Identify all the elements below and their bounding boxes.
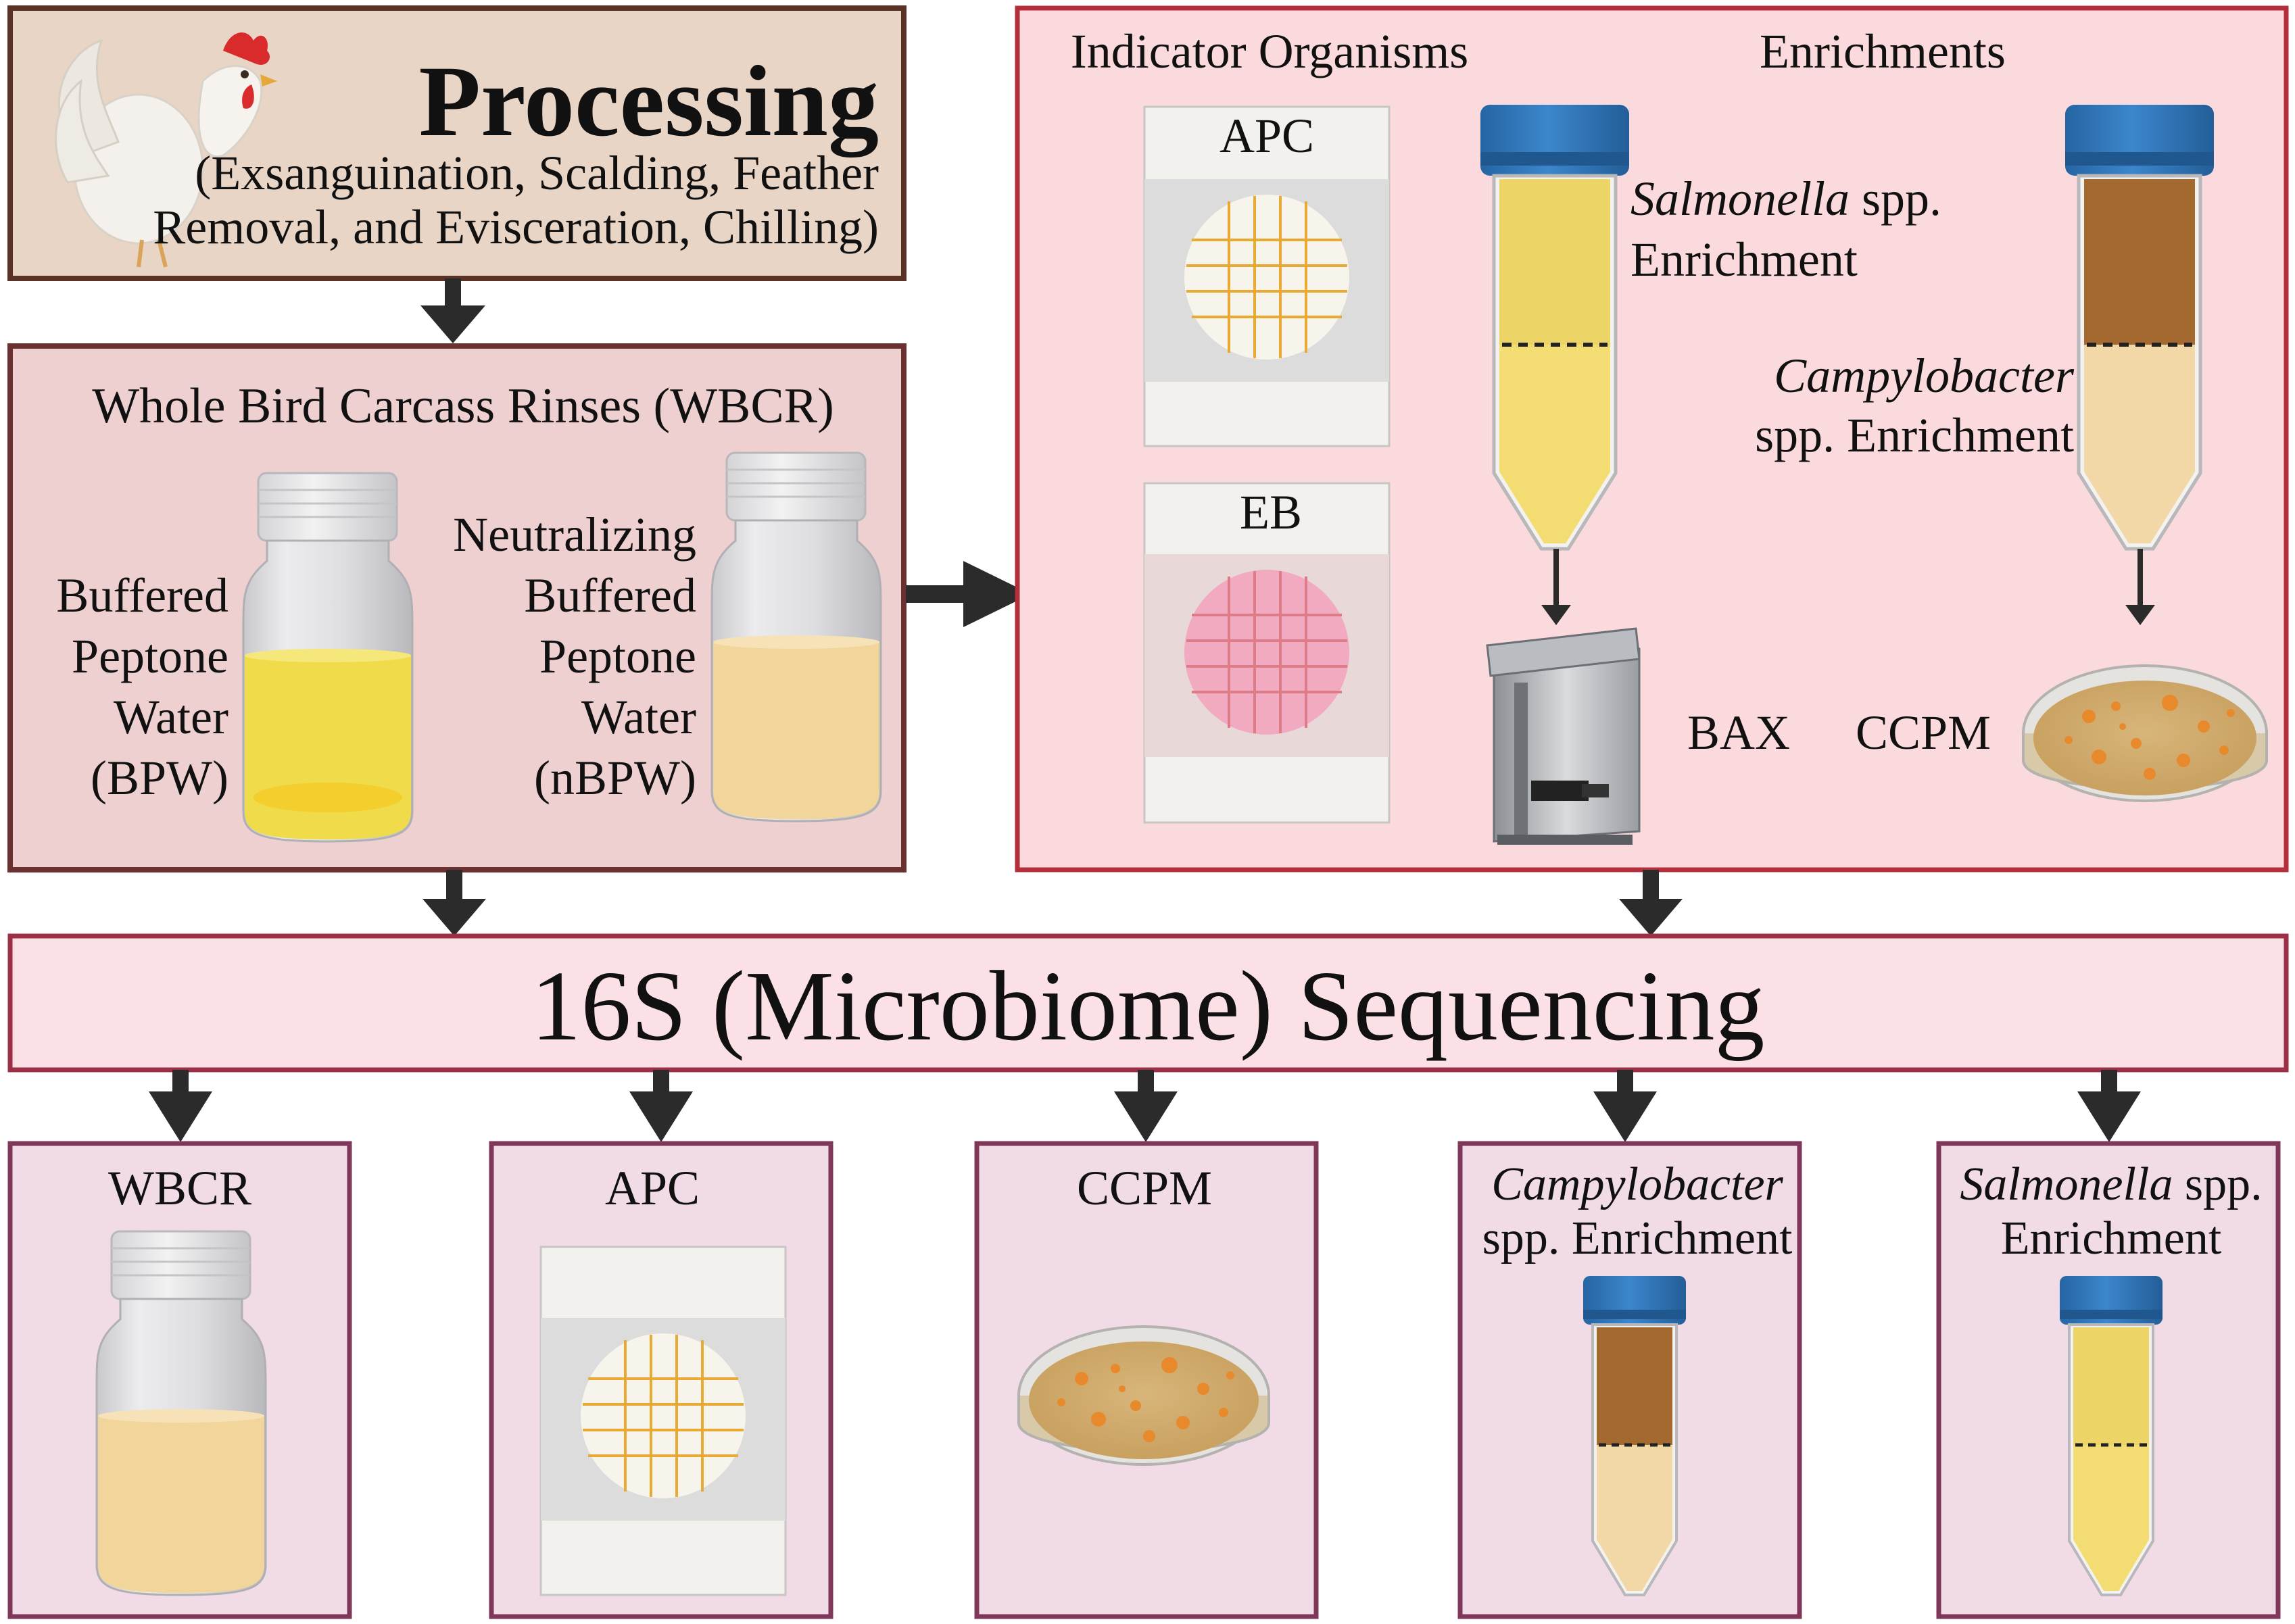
sequencing-banner: 16S (Microbiome) Sequencing: [7, 933, 2289, 1073]
sample-box-wbcr: WBCR: [7, 1141, 352, 1619]
salmonella-italic: Salmonella: [1630, 172, 1850, 226]
arrow-to-campy-sample: [1593, 1070, 1657, 1142]
ccpm-label: CCPM: [1856, 706, 1991, 760]
arrow-salmonella-to-bax: [1541, 549, 1571, 625]
sample-salm-line-2: Enrichment: [2001, 1212, 2222, 1264]
eb-petrifilm-icon: [1143, 482, 1391, 824]
apc-petrifilm-icon: [1143, 105, 1391, 447]
sample-ccpm-petri-dish-icon: [1017, 1325, 1270, 1466]
sample-box-salmonella: Salmonella spp. Enrichment: [1936, 1141, 2281, 1619]
nbpw-label: Neutralizing Buffered Peptone Water (nBP…: [453, 508, 696, 805]
sample-salmonella-tube-icon: [2060, 1276, 2163, 1596]
campylobacter-italic: Campylobacter: [1774, 349, 2075, 403]
indicators-enrichments-box: Indicator Organisms Enrichments APC: [1015, 5, 2289, 872]
bpw-line-2: Peptone: [72, 629, 228, 683]
processing-subtitle-1: (Exsanguination, Scalding, Feather: [195, 146, 879, 200]
salmonella-tube-icon: [1480, 105, 1629, 551]
arrow-processing-to-wbcr: [420, 278, 485, 343]
nbpw-line-1: Neutralizing: [453, 508, 696, 562]
campylobacter-line-2: spp. Enrichment: [1755, 408, 2074, 462]
bpw-line-4: (BPW): [91, 751, 228, 805]
bpw-line-1: Buffered: [56, 568, 228, 622]
sample-campy-italic: Campylobacter: [1491, 1158, 1783, 1210]
sample-campylobacter-tube-icon: [1583, 1276, 1686, 1596]
arrow-wbcr-to-right: [906, 561, 1031, 627]
arrow-to-ccpm-sample: [1114, 1070, 1178, 1142]
arrow-to-apc-sample: [629, 1070, 693, 1142]
processing-box: Processing (Exsanguination, Scalding, Fe…: [7, 5, 907, 281]
salmonella-spp: spp.: [1850, 172, 1941, 226]
sequencing-label: 16S (Microbiome) Sequencing: [531, 951, 1765, 1062]
sample-apc-label: APC: [605, 1161, 700, 1215]
arrows-sequencing-to-samples: [149, 1070, 2141, 1142]
sample-ccpm-label: CCPM: [1077, 1161, 1212, 1215]
sample-campy-line-2: spp. Enrichment: [1482, 1212, 1793, 1264]
nbpw-line-5: (nBPW): [534, 751, 696, 805]
sample-box-apc: APC: [489, 1141, 834, 1619]
indicator-organisms-title: Indicator Organisms: [1071, 24, 1469, 78]
processing-subtitle-2: Removal, and Evisceration, Chilling): [153, 200, 879, 254]
salmonella-enrichment-line-1: Salmonella spp.: [1630, 172, 1941, 226]
bax-label: BAX: [1687, 706, 1790, 760]
bpw-line-3: Water: [114, 690, 228, 744]
sample-wbcr-bottle-icon: [95, 1230, 267, 1596]
sample-box-ccpm: CCPM: [974, 1141, 1319, 1619]
sample-salm-spp: spp.: [2173, 1158, 2262, 1210]
arrow-to-wbcr-sample: [149, 1070, 212, 1142]
chicken-icon: [55, 32, 277, 268]
salmonella-enrichment-line-2: Enrichment: [1630, 232, 1858, 287]
eb-label: EB: [1240, 485, 1302, 539]
processing-title: Processing: [419, 45, 879, 157]
enrichments-title: Enrichments: [1760, 24, 2006, 78]
sample-box-campylobacter: Campylobacter spp. Enrichment: [1457, 1141, 1802, 1619]
bpw-bottle-icon: [242, 472, 414, 843]
bpw-label: Buffered Peptone Water (BPW): [56, 568, 228, 805]
sample-salm-italic: Salmonella: [1960, 1158, 2173, 1210]
sample-apc-petrifilm-icon: [539, 1246, 787, 1596]
bax-machine-icon: [1486, 627, 1641, 845]
arrow-right-to-sequencing: [1619, 870, 1683, 936]
sample-wbcr-label: WBCR: [108, 1161, 251, 1215]
arrow-to-salm-sample: [2077, 1070, 2141, 1142]
apc-label: APC: [1219, 109, 1314, 163]
campylobacter-tube-icon: [2065, 105, 2214, 551]
nbpw-line-2: Buffered: [524, 568, 696, 622]
wbcr-box: Whole Bird Carcass Rinses (WBCR) Buffere…: [7, 343, 907, 872]
arrow-campylobacter-to-ccpm: [2125, 549, 2155, 625]
sample-salm-line-1: Salmonella spp.: [1960, 1158, 2262, 1210]
wbcr-title: Whole Bird Carcass Rinses (WBCR): [92, 378, 834, 434]
ccpm-petri-dish-icon: [2022, 664, 2268, 802]
nbpw-bottle-icon: [710, 451, 882, 822]
arrow-wbcr-to-sequencing: [422, 870, 486, 936]
nbpw-line-4: Water: [581, 690, 696, 744]
nbpw-line-3: Peptone: [539, 629, 696, 683]
